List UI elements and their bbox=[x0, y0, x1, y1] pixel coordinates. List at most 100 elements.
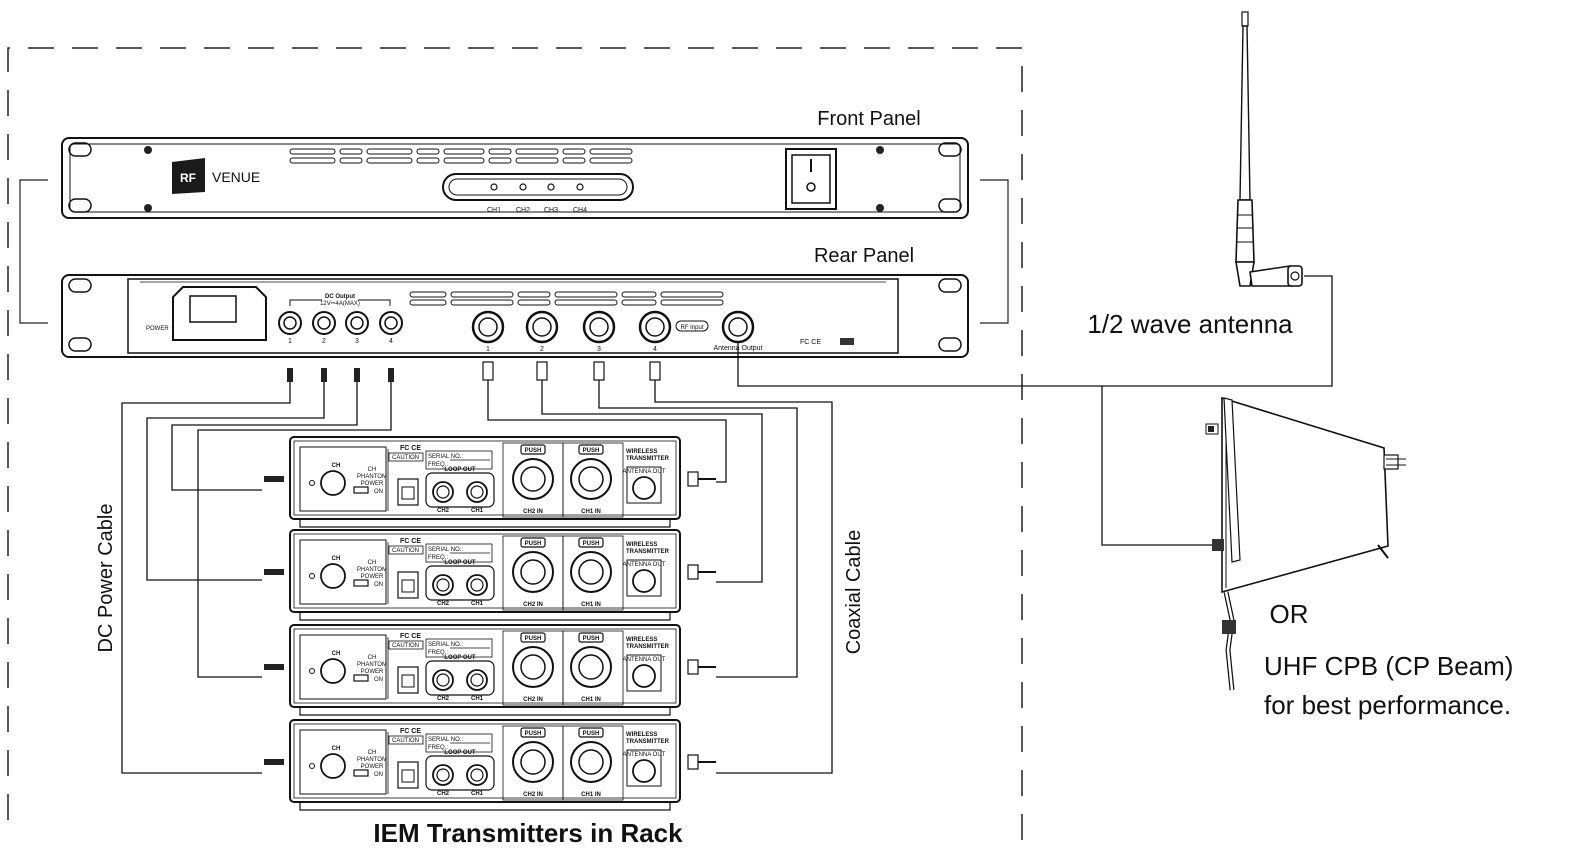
svg-text:CH: CH bbox=[368, 750, 377, 756]
svg-text:CH: CH bbox=[368, 560, 377, 566]
svg-text:TRANSMITTER: TRANSMITTER bbox=[626, 456, 670, 462]
svg-text:TRANSMITTER: TRANSMITTER bbox=[626, 644, 670, 650]
rf-input-label: RF Input bbox=[680, 325, 703, 331]
svg-text:WIRELESS: WIRELESS bbox=[626, 449, 657, 455]
svg-text:FC CE: FC CE bbox=[400, 538, 421, 545]
rf-input-number: 2 bbox=[540, 346, 544, 353]
dc-plugs bbox=[287, 368, 394, 382]
dc-jack-number: 1 bbox=[288, 338, 292, 345]
svg-text:CH2: CH2 bbox=[437, 791, 450, 797]
svg-text:PUSH: PUSH bbox=[583, 541, 600, 547]
rear-panel: POWER DC Output 12V⎓4A(MAX) 1 2 3 4 1 bbox=[61, 274, 969, 358]
svg-text:CAUTION: CAUTION bbox=[392, 643, 419, 649]
svg-text:POWER: POWER bbox=[361, 669, 384, 675]
rear-vents bbox=[409, 291, 724, 306]
svg-text:CAUTION: CAUTION bbox=[392, 738, 419, 744]
svg-text:ON: ON bbox=[374, 772, 383, 778]
dc-output-jacks bbox=[278, 311, 403, 335]
power-label: POWER bbox=[146, 326, 169, 332]
rack-bracket-left bbox=[19, 179, 48, 324]
rack-bracket-right bbox=[980, 179, 1009, 324]
svg-text:POWER: POWER bbox=[361, 764, 384, 770]
rear-panel-label: Rear Panel bbox=[814, 245, 914, 267]
svg-text:CH2 IN: CH2 IN bbox=[523, 602, 543, 608]
svg-text:PUSH: PUSH bbox=[583, 448, 600, 454]
svg-text:ANTENNA OUT: ANTENNA OUT bbox=[623, 752, 666, 758]
svg-text:TRANSMITTER: TRANSMITTER bbox=[626, 739, 670, 745]
coaxial-cable-label: Coaxial Cable bbox=[843, 530, 865, 655]
svg-text:CH: CH bbox=[332, 746, 341, 752]
svg-text:POWER: POWER bbox=[361, 574, 384, 580]
dc-jack-number: 3 bbox=[355, 338, 359, 345]
rear-cert-marks: FC CE bbox=[800, 339, 821, 346]
rf-venue-logo: RF VENUE bbox=[172, 158, 260, 194]
channel-led-window bbox=[442, 173, 634, 201]
svg-text:CH1: CH1 bbox=[471, 696, 484, 702]
svg-text:WIRELESS: WIRELESS bbox=[626, 637, 657, 643]
cp-beam-label-line1: UHF CPB (CP Beam) bbox=[1264, 651, 1513, 681]
dc-power-cables bbox=[121, 382, 392, 774]
dc-power-cable-label: DC Power Cable bbox=[95, 504, 117, 653]
led-indicator bbox=[547, 183, 555, 191]
svg-text:PHANTOM: PHANTOM bbox=[357, 662, 387, 668]
bnc-plugs bbox=[482, 361, 661, 381]
rf-input-number: 1 bbox=[486, 346, 490, 353]
svg-text:CH2: CH2 bbox=[437, 508, 450, 514]
svg-text:CH1 IN: CH1 IN bbox=[581, 697, 601, 703]
svg-text:PUSH: PUSH bbox=[525, 731, 542, 737]
svg-text:CH1: CH1 bbox=[471, 791, 484, 797]
led-indicator bbox=[576, 183, 584, 191]
svg-text:SERIAL NO.:: SERIAL NO.: bbox=[428, 642, 463, 648]
rack-mount-slot bbox=[68, 142, 92, 157]
svg-text:ANTENNA OUT: ANTENNA OUT bbox=[623, 562, 666, 568]
led-label-ch2: CH2 bbox=[516, 207, 530, 214]
half-wave-antenna-icon bbox=[1235, 11, 1303, 287]
svg-text:ON: ON bbox=[374, 677, 383, 683]
ac-power-inlet: POWER bbox=[146, 286, 267, 341]
transmitter-2: CH CH PHANTOM POWER ON FC CE CAUTION SER… bbox=[263, 529, 717, 621]
led-label-ch1: CH1 bbox=[487, 207, 501, 214]
svg-text:LOOP OUT: LOOP OUT bbox=[444, 467, 476, 473]
svg-text:WIRELESS: WIRELESS bbox=[626, 542, 657, 548]
rack-mount-slot bbox=[68, 337, 92, 352]
antenna-cables bbox=[737, 275, 1333, 546]
svg-text:CH: CH bbox=[368, 467, 377, 473]
or-label: OR bbox=[1270, 599, 1309, 629]
svg-text:ON: ON bbox=[374, 489, 383, 495]
svg-text:LOOP OUT: LOOP OUT bbox=[444, 750, 476, 756]
svg-text:ANTENNA OUT: ANTENNA OUT bbox=[623, 657, 666, 663]
rack-mount-slot bbox=[938, 198, 962, 213]
transmitter-1: CH CH PHANTOM POWER ON FC CE CAUTION SER… bbox=[263, 436, 717, 528]
rf-input-number: 4 bbox=[653, 346, 657, 353]
dc-jack-number: 2 bbox=[322, 338, 326, 345]
power-switch bbox=[785, 148, 837, 210]
svg-text:FC CE: FC CE bbox=[400, 445, 421, 452]
front-vents bbox=[289, 148, 633, 164]
svg-text:LOOP OUT: LOOP OUT bbox=[444, 655, 476, 661]
svg-text:CH1 IN: CH1 IN bbox=[581, 509, 601, 515]
svg-text:PHANTOM: PHANTOM bbox=[357, 474, 387, 480]
svg-text:FREQ.:: FREQ.: bbox=[428, 745, 448, 751]
rf-input-connectors bbox=[471, 310, 672, 344]
rack-mount-slot bbox=[938, 278, 962, 293]
led-label-ch3: CH3 bbox=[544, 207, 558, 214]
svg-text:SERIAL NO.:: SERIAL NO.: bbox=[428, 737, 463, 743]
antenna-output-connector bbox=[721, 310, 755, 344]
svg-text:CH1: CH1 bbox=[471, 508, 484, 514]
rack-mount-slot bbox=[938, 337, 962, 352]
dc-jack-number: 4 bbox=[389, 338, 393, 345]
svg-text:CH2 IN: CH2 IN bbox=[523, 697, 543, 703]
svg-text:PHANTOM: PHANTOM bbox=[357, 757, 387, 763]
rack-boundary bbox=[7, 47, 1023, 845]
svg-text:CAUTION: CAUTION bbox=[392, 548, 419, 554]
svg-text:PHANTOM: PHANTOM bbox=[357, 567, 387, 573]
transmitter-4: CH CH PHANTOM POWER ON FC CE CAUTION SER… bbox=[263, 719, 717, 811]
svg-text:PUSH: PUSH bbox=[525, 541, 542, 547]
svg-text:PUSH: PUSH bbox=[583, 731, 600, 737]
dc-output-spec: 12V⎓4A(MAX) bbox=[320, 301, 360, 307]
svg-text:CH: CH bbox=[332, 463, 341, 469]
svg-text:CH: CH bbox=[332, 556, 341, 562]
svg-text:FC CE: FC CE bbox=[400, 633, 421, 640]
led-indicator bbox=[490, 183, 498, 191]
